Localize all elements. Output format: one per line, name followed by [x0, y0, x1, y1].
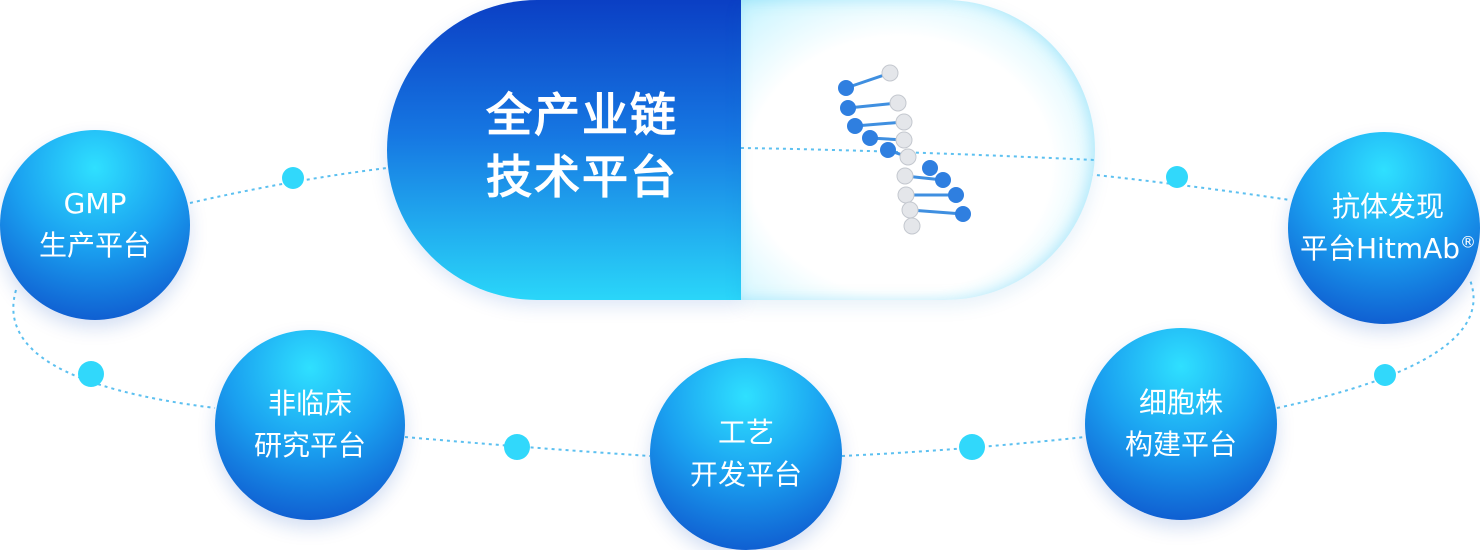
- platform-gmp: GMP 生产平台: [0, 130, 190, 320]
- platform-gmp-line2: 生产平台: [38, 229, 151, 262]
- platform-process-line2: 开发平台: [689, 458, 802, 491]
- connector-node: [1374, 364, 1396, 386]
- platform-gmp-line1: GMP: [63, 187, 127, 220]
- platform-antibody-line2-wrap: 平台HitmAb®: [1300, 228, 1476, 270]
- platform-cell: 细胞株 构建平台: [1085, 328, 1277, 520]
- platform-cell-line2: 构建平台: [1124, 428, 1237, 461]
- connector-node: [504, 434, 530, 460]
- center-title: 全产业链 技术平台: [387, 84, 777, 208]
- center-title-line1: 全产业链: [486, 88, 678, 142]
- platform-antibody-line2: 平台HitmAb: [1299, 232, 1461, 265]
- platform-antibody: 抗体发现 平台HitmAb®: [1288, 132, 1480, 324]
- platform-antibody-line1: 抗体发现: [1331, 190, 1444, 223]
- registered-mark: ®: [1460, 232, 1477, 252]
- platform-nonclinical: 非临床 研究平台: [215, 330, 405, 520]
- platform-process: 工艺 开发平台: [650, 358, 842, 550]
- platform-cell-line1: 细胞株: [1138, 386, 1223, 419]
- connector-node: [78, 361, 104, 387]
- capsule-right-half: [741, 0, 1095, 300]
- connector-node: [959, 434, 985, 460]
- dna-helix-icon: [838, 64, 971, 235]
- platform-nonclinical-line1: 非临床: [267, 387, 352, 420]
- capsule-left-half: [387, 0, 741, 300]
- connector-node: [1166, 166, 1188, 188]
- platform-nonclinical-line2: 研究平台: [253, 429, 366, 462]
- center-title-line2: 技术平台: [486, 150, 678, 204]
- connector-node: [282, 167, 304, 189]
- platform-process-line1: 工艺: [717, 416, 774, 449]
